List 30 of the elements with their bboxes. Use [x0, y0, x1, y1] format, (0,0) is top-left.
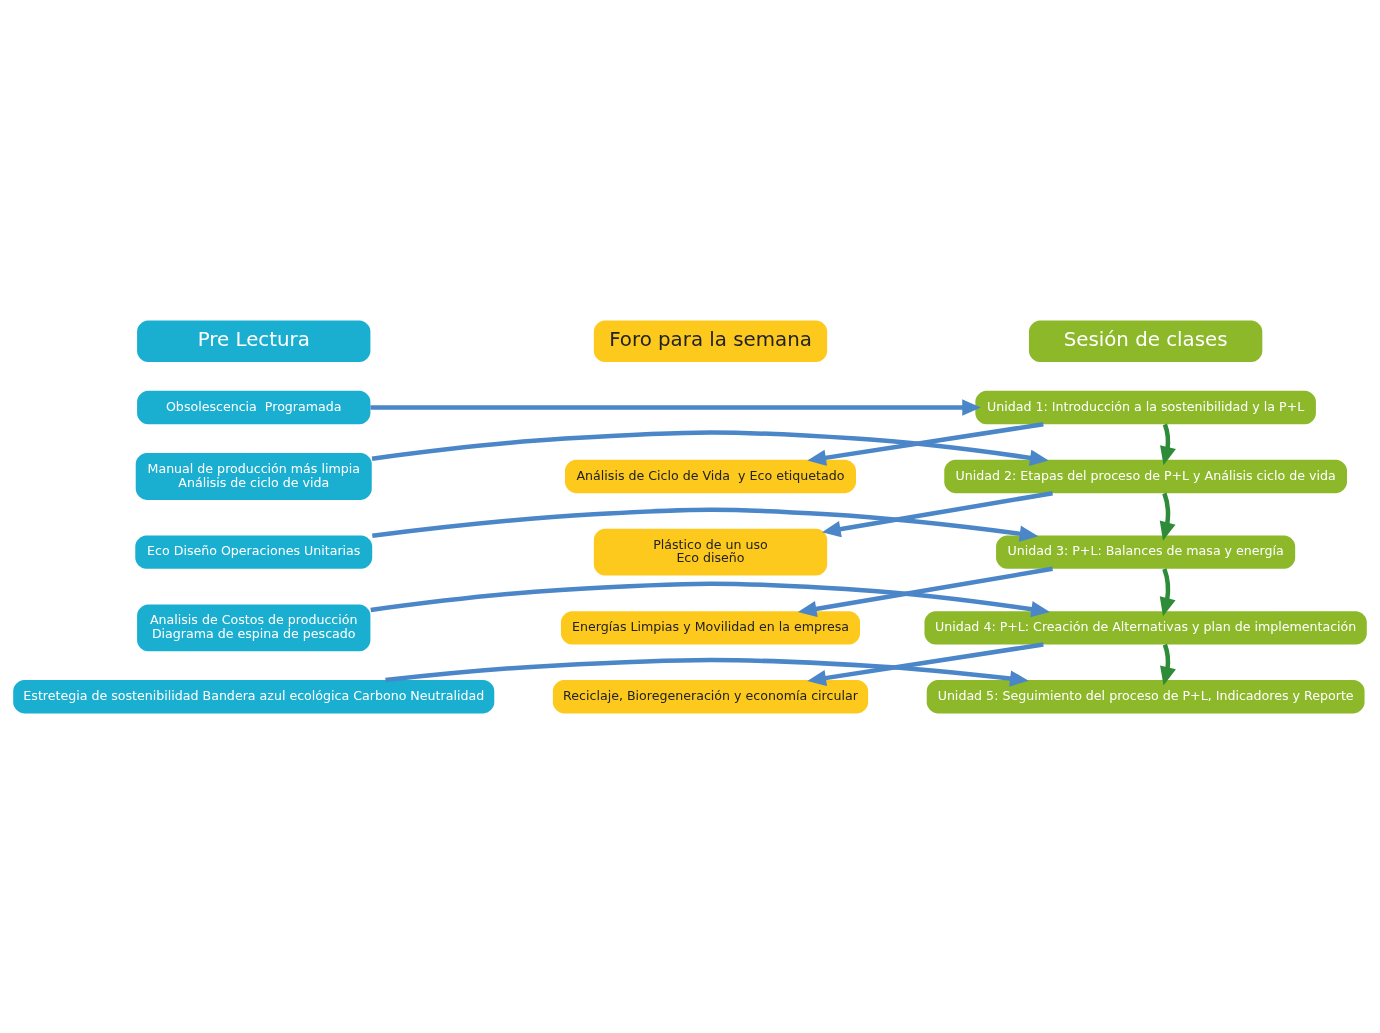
arrow: [370, 580, 1050, 617]
node-box: Plástico de un uso Eco diseño: [593, 528, 828, 576]
arrow: [372, 507, 1039, 542]
arrow: [1160, 423, 1176, 465]
node-box: Foro para la semana: [593, 320, 828, 362]
node-box: Unidad 2: Etapas del proceso de P+L y Análisis ciclo de vida: [944, 459, 1347, 493]
arrow: [797, 566, 1053, 617]
node-box: Unidad 4: P+L: Creación de Alternativas y plan de implementación: [924, 610, 1367, 644]
node-box: Pre Lectura: [137, 320, 371, 362]
node-box: Manual de producción más limpia Análisis de ciclo de vida: [135, 452, 372, 500]
arrow: [370, 398, 981, 416]
arrow: [822, 490, 1053, 537]
node-box: Energías Limpias y Movilidad en la empresa: [560, 610, 861, 644]
arrow: [1160, 643, 1176, 685]
node-box: Obsolescencia Programada: [137, 390, 371, 424]
node-box: Unidad 5: Seguimiento del proceso de P+L, Indicadores y Reporte: [926, 679, 1365, 713]
node-box: Sesión de clases: [1028, 320, 1263, 362]
node-box: Análisis de Ciclo de Vida y Eco etiquetado: [565, 459, 856, 493]
node-box: Reciclaje, Bioregeneración y economía circular: [552, 679, 869, 713]
arrow: [371, 429, 1049, 466]
arrow: [1159, 492, 1176, 541]
node-box: Unidad 3: P+L: Balances de masa y energía: [996, 534, 1296, 569]
arrow: [1159, 567, 1176, 616]
node-box: Analisis de Costos de producción Diagrama de espina de pescado: [137, 603, 371, 651]
node-box: Unidad 1: Introducción a la sostenibilidad y la P+L: [975, 390, 1316, 424]
arrow: [807, 421, 1044, 466]
arrow: [807, 641, 1044, 686]
node-box: Eco Diseño Operaciones Unitarias: [135, 534, 373, 569]
arrow: [385, 657, 1029, 687]
node-box: Estretegia de sostenibilidad Bandera azul ecológica Carbono Neutralidad: [13, 679, 495, 713]
